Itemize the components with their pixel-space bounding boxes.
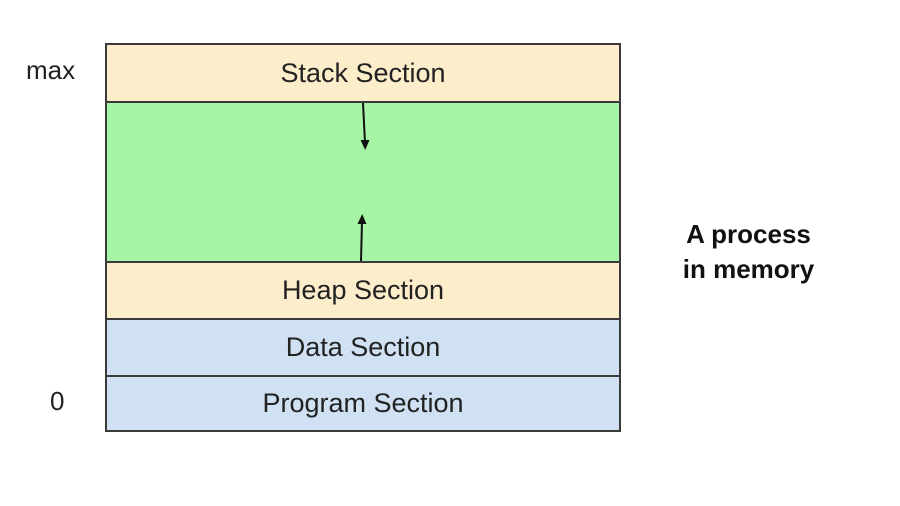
address-label-max: max xyxy=(26,55,76,85)
free-memory-region xyxy=(107,103,619,263)
program-section: Program Section xyxy=(107,377,619,430)
data-section-label: Data Section xyxy=(285,332,441,362)
heap-up-arrow-icon xyxy=(357,214,367,261)
stack-section-label: Stack Section xyxy=(280,57,446,88)
stack-down-arrow-icon xyxy=(360,103,370,150)
diagram-caption: A process in memory xyxy=(666,217,831,287)
caption-line-1: A process xyxy=(686,219,811,249)
address-label-zero: 0 xyxy=(50,386,65,416)
stack-section: Stack Section xyxy=(107,45,619,103)
growth-arrows xyxy=(357,103,370,261)
process-memory-diagram: Stack Section Heap Section D xyxy=(105,43,621,432)
caption-line-2: in memory xyxy=(682,254,815,284)
heap-section-label: Heap Section xyxy=(281,275,445,305)
program-section-label: Program Section xyxy=(262,388,464,418)
heap-section: Heap Section xyxy=(107,263,619,320)
data-section: Data Section xyxy=(107,320,619,377)
